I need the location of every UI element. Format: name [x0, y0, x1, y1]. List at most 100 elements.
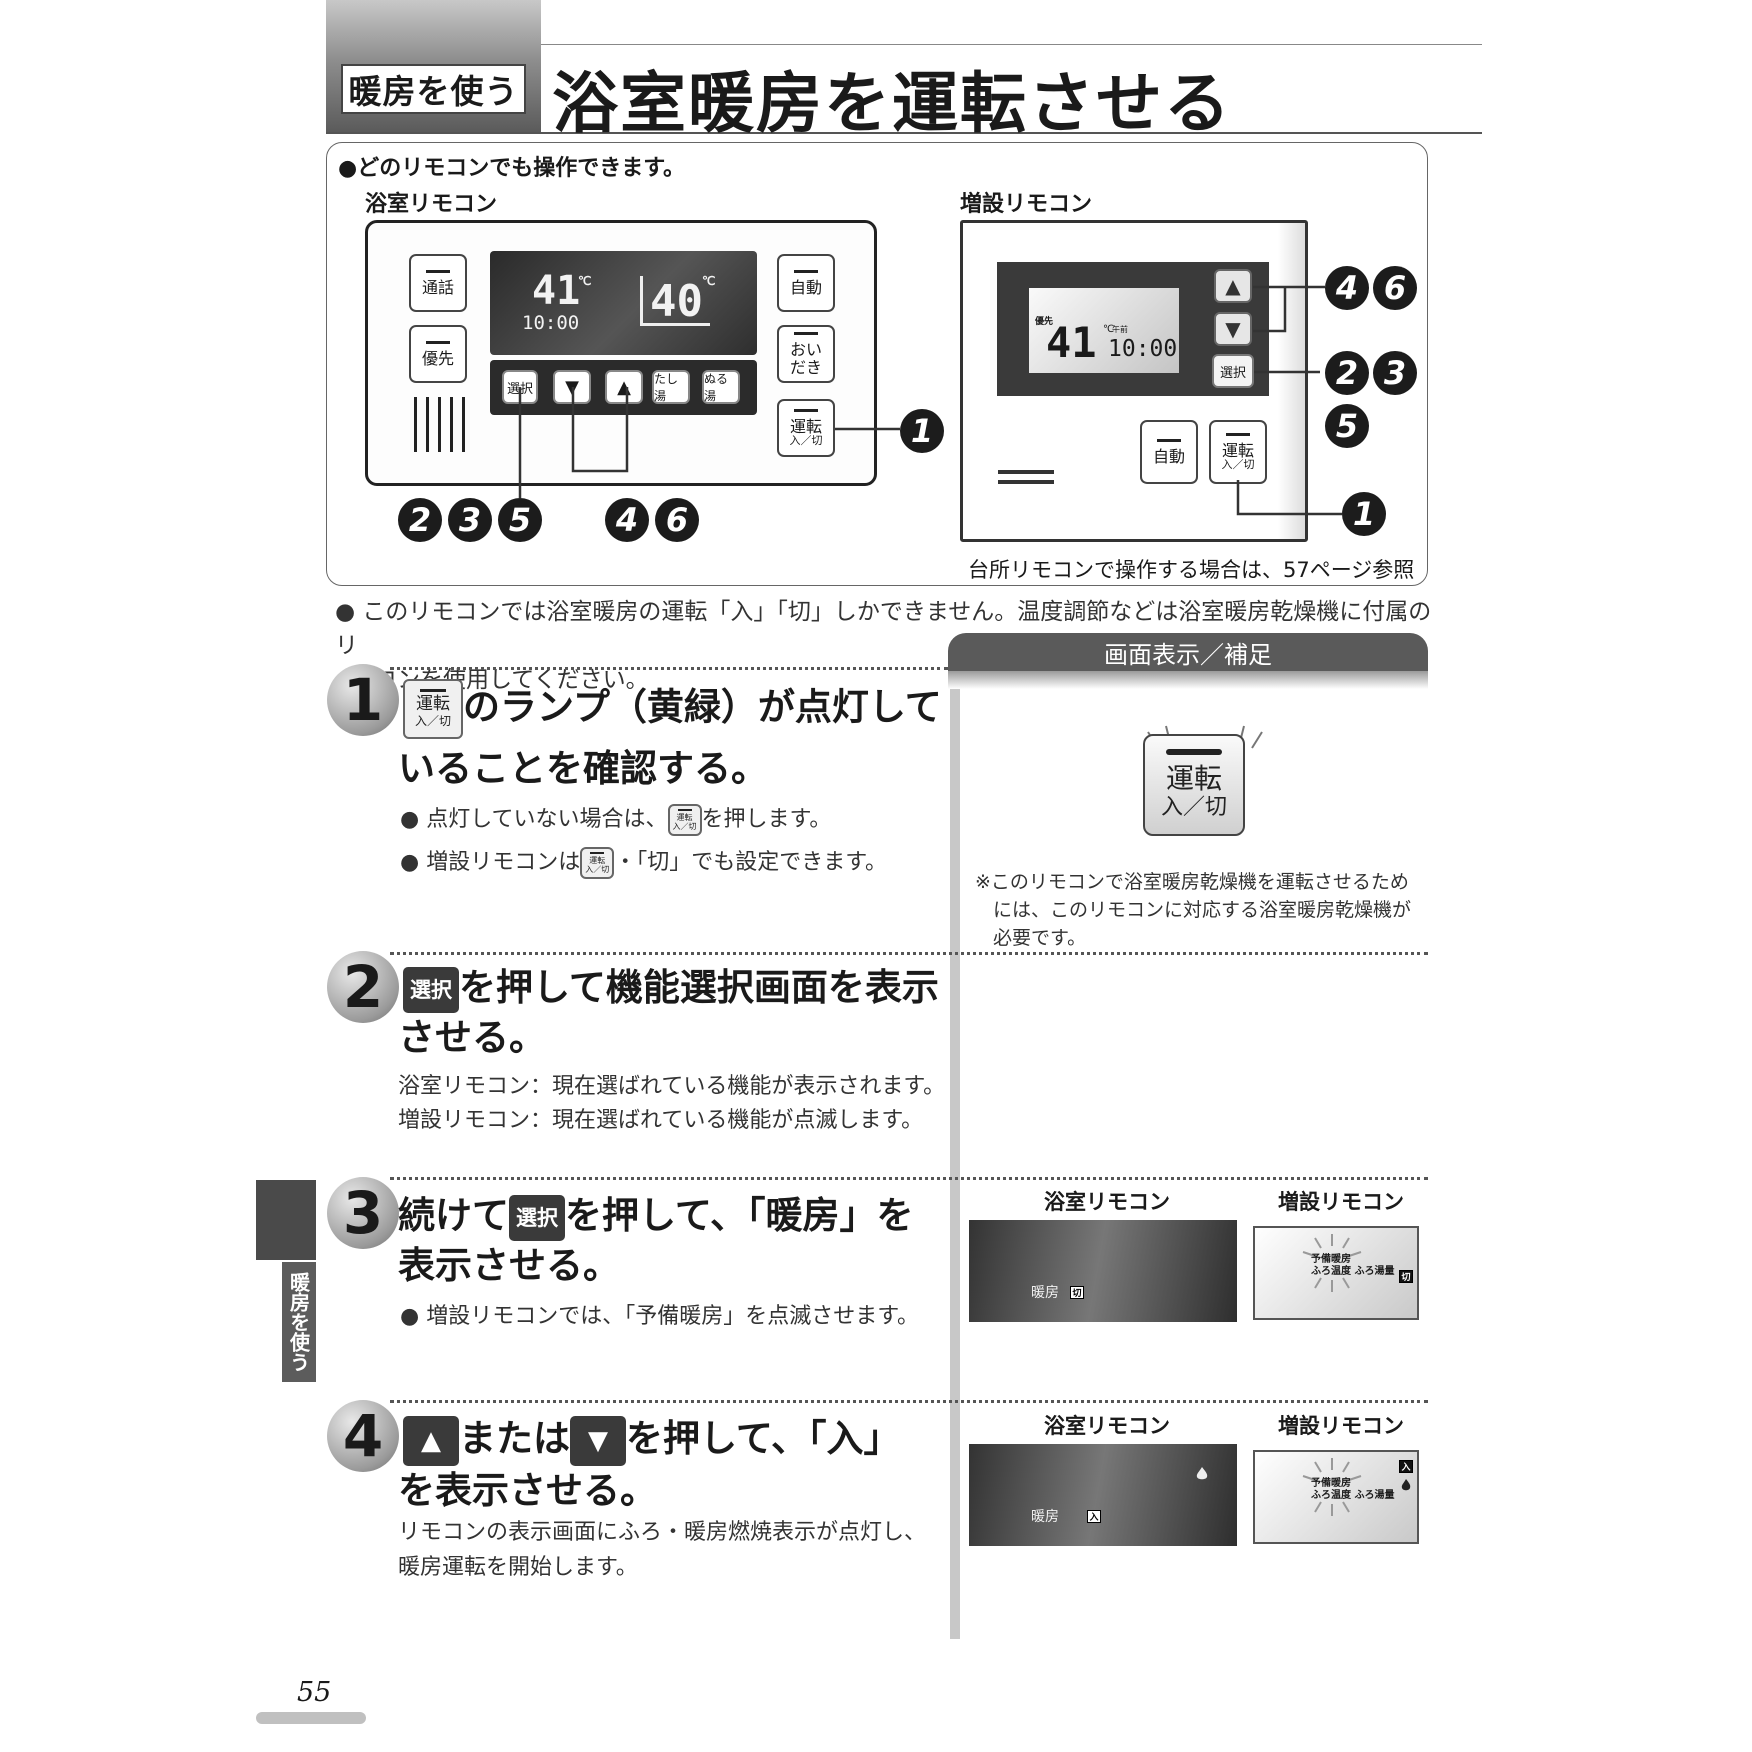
lcd-unit: ℃ — [578, 274, 592, 288]
step-3-bullet: ● 増設リモコンでは、「予備暖房」を点滅させます。 — [400, 1304, 920, 1329]
nuruyu-button[interactable]: ぬる湯 — [702, 370, 740, 404]
side-note: ※このリモコンで浴室暖房乾燥機を運転させるため には、このリモコンに対応する浴室… — [975, 868, 1435, 952]
blink-glow-icon — [1302, 1234, 1362, 1292]
run-button-label: 運転 — [1221, 440, 1254, 460]
sub-down-button[interactable]: ▼ — [1214, 312, 1252, 346]
speaker-grille — [438, 397, 441, 452]
sub-remote-screen: 予備暖房 ふろ温度 ふろ湯量 入 — [1253, 1450, 1419, 1544]
sub-remote-label: 増設リモコン — [1278, 1190, 1404, 1214]
bath-remote-screen: 暖房 入 — [969, 1444, 1237, 1546]
step-1-bullet: ● 点灯していない場合は、運転入／切を押します。 — [400, 803, 831, 837]
on-indicator: 入 — [1087, 1510, 1101, 1523]
flame-icon — [1196, 1467, 1208, 1480]
oidaki-button[interactable]: おいだき — [777, 325, 835, 383]
step-4-text: リモコンの表示画面にふろ・暖房燃焼表示が点灯し、 — [398, 1520, 927, 1545]
run-key-illustration: 運転入／切 — [1143, 734, 1245, 836]
kitchen-remote-reference: 台所リモコンで操作する場合は、57ページ参照 — [968, 558, 1415, 582]
speaker-grille — [450, 397, 453, 452]
step-number: 4 — [327, 1400, 399, 1472]
callout-2: 2 — [398, 498, 442, 542]
screen-text: ふろ温度 ふろ湯量 — [1311, 1266, 1395, 1277]
run-key-sublabel: 入／切 — [414, 713, 451, 728]
bath-remote-label: 浴室リモコン — [1044, 1414, 1170, 1438]
step-4-title: ▲または▼を押して、「入」 — [403, 1414, 901, 1466]
priority-button[interactable]: 優先 — [409, 325, 467, 383]
callout-5: 5 — [498, 498, 542, 542]
lcd-sub-time: 10:00 — [1108, 336, 1178, 362]
lcd-unit: ℃ — [702, 274, 716, 288]
lcd-sub-temp: 41 — [1046, 318, 1097, 367]
step-1-title: 運転入／切のランプ（黄緑）が点灯して — [403, 679, 942, 739]
talk-button[interactable]: 通話 — [409, 254, 467, 312]
lcd-bath-level — [640, 276, 710, 326]
up-key-icon: ▲ — [403, 1415, 459, 1466]
run-key-icon: 運転入／切 — [580, 847, 615, 879]
run-key-label: 運転 — [676, 812, 693, 822]
callout-3: 3 — [448, 498, 492, 542]
caution-text: モコンを使用してください。 — [351, 667, 649, 693]
step-number: 2 — [327, 951, 399, 1023]
step-separator — [390, 1177, 1428, 1180]
callout-5: 5 — [1325, 404, 1369, 448]
side-note-line: には、このリモコンに対応する浴室暖房乾燥機が — [993, 899, 1412, 921]
step-2-text: 増設リモコン：現在選ばれている機能が点滅します。 — [398, 1108, 924, 1133]
speaker-grille — [414, 397, 417, 452]
callout-3: 3 — [1373, 351, 1417, 395]
sub-remote-screen: 予備暖房 ふろ温度 ふろ湯量 切 — [1253, 1226, 1419, 1320]
auto-button[interactable]: 自動 — [777, 254, 835, 312]
run-key-label: 運転 — [1165, 762, 1222, 796]
lcd-set-temp: 40 — [650, 276, 703, 327]
off-indicator: 切 — [1070, 1286, 1084, 1299]
talk-button-label: 通話 — [421, 277, 454, 297]
step-number: 1 — [327, 664, 399, 736]
bullet-text: 増設リモコンでは、「予備暖房」を点滅させます。 — [426, 1304, 920, 1329]
sub-up-button[interactable]: ▲ — [1214, 269, 1252, 303]
sub-remote-label: 増設リモコン — [960, 192, 1093, 217]
run-key-sublabel: 入／切 — [1160, 795, 1227, 821]
lcd-priority: 優先 — [1035, 317, 1054, 327]
step-number: 3 — [327, 1177, 399, 1249]
header-rule — [326, 132, 1482, 134]
sub-run-button[interactable]: 運転入／切 — [1209, 420, 1267, 484]
callout-6: 6 — [655, 498, 699, 542]
tashiyu-button[interactable]: たし湯 — [652, 370, 690, 404]
blink-glow-icon — [1302, 1458, 1362, 1516]
priority-button-label: 優先 — [421, 348, 454, 368]
run-button-sublabel: 入／切 — [1221, 458, 1255, 472]
step-2-title-line2: させる。 — [398, 1016, 546, 1059]
speaker-grille — [462, 397, 465, 452]
callout-1: 1 — [1342, 492, 1386, 536]
run-key-label: 運転 — [416, 694, 450, 715]
screen-text: 暖房 — [1031, 1285, 1059, 1301]
caution-text: このリモコンでは浴室暖房の運転「入」「切」しかできません。温度調節などは浴室暖房… — [335, 599, 1432, 659]
speaker-grille — [426, 397, 429, 452]
oidaki-label: おい — [789, 339, 822, 359]
run-button[interactable]: 運転入／切 — [777, 399, 835, 457]
step-separator — [390, 667, 948, 670]
auto-button-label: 自動 — [789, 277, 822, 297]
off-indicator: 切 — [1399, 1270, 1413, 1283]
step-3-title: 続けて選択を押して、「暖房」を — [398, 1191, 914, 1241]
select-key-icon: 選択 — [509, 1194, 565, 1241]
sub-auto-button[interactable]: 自動 — [1140, 420, 1198, 484]
bath-remote-label: 浴室リモコン — [1044, 1190, 1170, 1214]
down-key-icon: ▼ — [570, 1415, 626, 1466]
step-title-text: を押して機能選択画面を表示 — [459, 966, 939, 1009]
callout-1: 1 — [900, 409, 944, 453]
step-4-text: 暖房運転を開始します。 — [398, 1555, 638, 1580]
step-2-title: 選択を押して機能選択画面を表示 — [403, 963, 939, 1013]
side-column-header: 画面表示／補足 — [948, 633, 1428, 671]
side-header-fade — [948, 671, 1428, 689]
run-button-sublabel: 入／切 — [789, 434, 823, 448]
callout-4: 4 — [605, 498, 649, 542]
sub-select-button[interactable]: 選択 — [1212, 354, 1254, 388]
run-key-icon: 運転入／切 — [1143, 734, 1245, 836]
step-title-text: のランプ（黄緑）が点灯して — [463, 685, 942, 729]
side-tab: 暖房を使う — [282, 1262, 316, 1382]
step-4-title-line2: を表示させる。 — [398, 1469, 657, 1512]
down-button[interactable]: ▼ — [553, 370, 591, 404]
indicator-line — [998, 480, 1054, 484]
run-key-icon: 運転入／切 — [667, 804, 702, 836]
step-1-bullet: ● 増設リモコンは運転入／切・「切」でも設定できます。 — [400, 846, 887, 880]
run-key-sublabel: 入／切 — [672, 822, 697, 831]
